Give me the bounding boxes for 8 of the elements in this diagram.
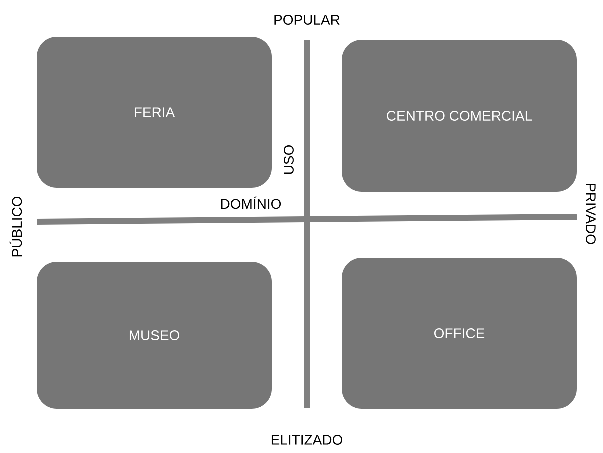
quadrant-box: FERIA [37, 37, 272, 188]
axis-label: PRIVADO [586, 184, 596, 244]
quadrant-box: MUSEO [37, 262, 272, 409]
axis-label: POPULAR [274, 15, 340, 25]
quadrant-box: CENTRO COMERCIAL [342, 40, 577, 192]
axis-label: PÚBLICO [10, 196, 22, 257]
quadrant-box: OFFICE [342, 258, 577, 409]
axis-label: ELITIZADO [272, 435, 342, 445]
